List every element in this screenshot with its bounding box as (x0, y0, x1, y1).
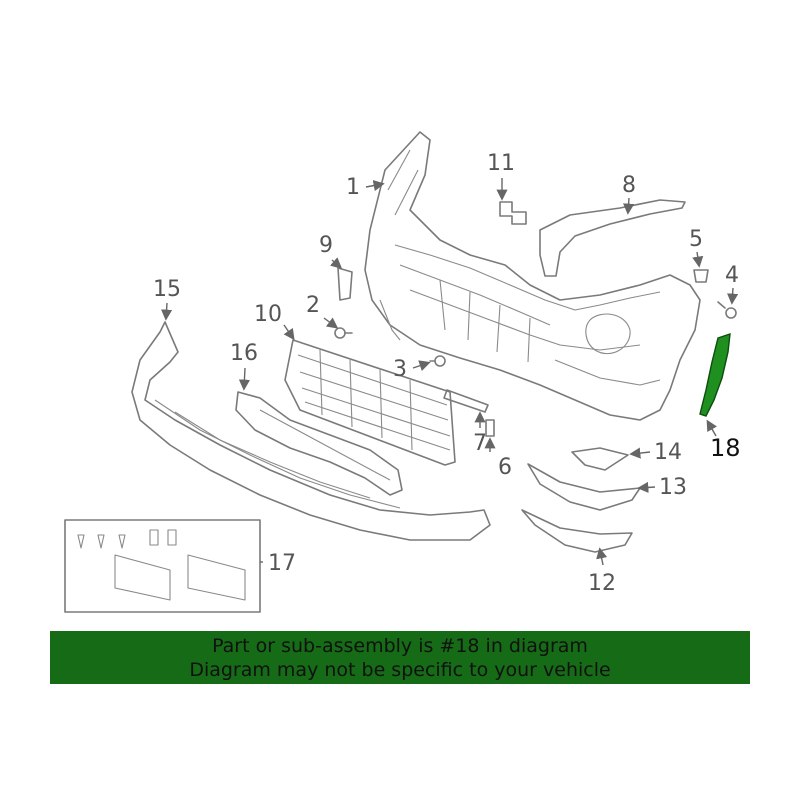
callout-2: 2 (306, 293, 320, 318)
clip-part-6 (485, 419, 495, 437)
clip-part-5 (693, 269, 709, 283)
callout-11: 11 (487, 151, 515, 176)
callout-12: 12 (588, 571, 616, 596)
bumper-cover-part (364, 131, 701, 421)
bolt-part-3 (429, 355, 446, 367)
highlighted-part-18 (699, 332, 731, 417)
callout-9: 9 (319, 233, 333, 258)
callout-7: 7 (473, 431, 487, 456)
callout-10: 10 (254, 302, 282, 327)
trim-part-14 (571, 447, 629, 471)
leader-lines (160, 178, 739, 566)
upper-trim-part (539, 199, 686, 277)
trim-part-12 (521, 509, 633, 553)
info-banner: Part or sub-assembly is #18 in diagram D… (50, 631, 750, 684)
callout-6: 6 (498, 455, 512, 480)
callout-8: 8 (622, 173, 636, 198)
callout-18: 18 (710, 434, 741, 462)
grille-part-10 (284, 339, 456, 466)
bracket-part-11 (499, 201, 527, 225)
callout-17: 17 (268, 551, 296, 576)
screw-part-4 (717, 301, 737, 319)
callout-16: 16 (230, 341, 258, 366)
banner-line-2: Diagram may not be specific to your vehi… (189, 659, 611, 681)
callout-3: 3 (393, 357, 407, 382)
lower-valance-part-15 (131, 321, 491, 541)
callout-14: 14 (654, 440, 682, 465)
callout-5: 5 (689, 227, 703, 252)
callout-13: 13 (659, 475, 687, 500)
banner-line-1: Part or sub-assembly is #18 in diagram (212, 635, 588, 657)
callout-1: 1 (346, 175, 360, 200)
lower-bracket-part-16 (235, 391, 403, 496)
callout-15: 15 (153, 277, 181, 302)
bracket-part-9 (337, 267, 353, 301)
bolt-part-2 (334, 327, 353, 339)
callout-4: 4 (725, 263, 739, 288)
trim-part-13 (527, 463, 641, 511)
hardware-kit-part-17 (64, 519, 261, 613)
